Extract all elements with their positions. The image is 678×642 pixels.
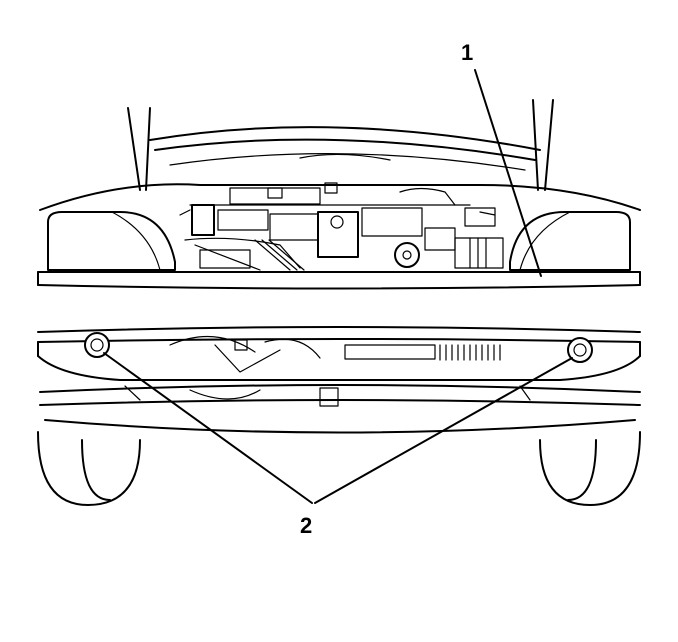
- left-mounting-bolt: [84, 332, 110, 358]
- hood-prop-rods: [127, 99, 554, 191]
- left-tire: [37, 431, 141, 506]
- hood-underside: [39, 126, 641, 211]
- cooling-fan: [124, 335, 531, 407]
- right-headlamp: [509, 211, 631, 271]
- callout-label-2: 2: [300, 513, 313, 538]
- right-tire: [539, 431, 641, 506]
- engine-compartment: [179, 182, 504, 271]
- leader-lines-2: [103, 352, 573, 504]
- left-headlamp: [47, 211, 176, 271]
- lower-fascia: [37, 326, 641, 434]
- upper-fascia: [37, 271, 641, 290]
- leader-line-1: [474, 69, 542, 277]
- right-mounting-bolt: [567, 337, 593, 363]
- callout-label-1: 1: [461, 40, 474, 65]
